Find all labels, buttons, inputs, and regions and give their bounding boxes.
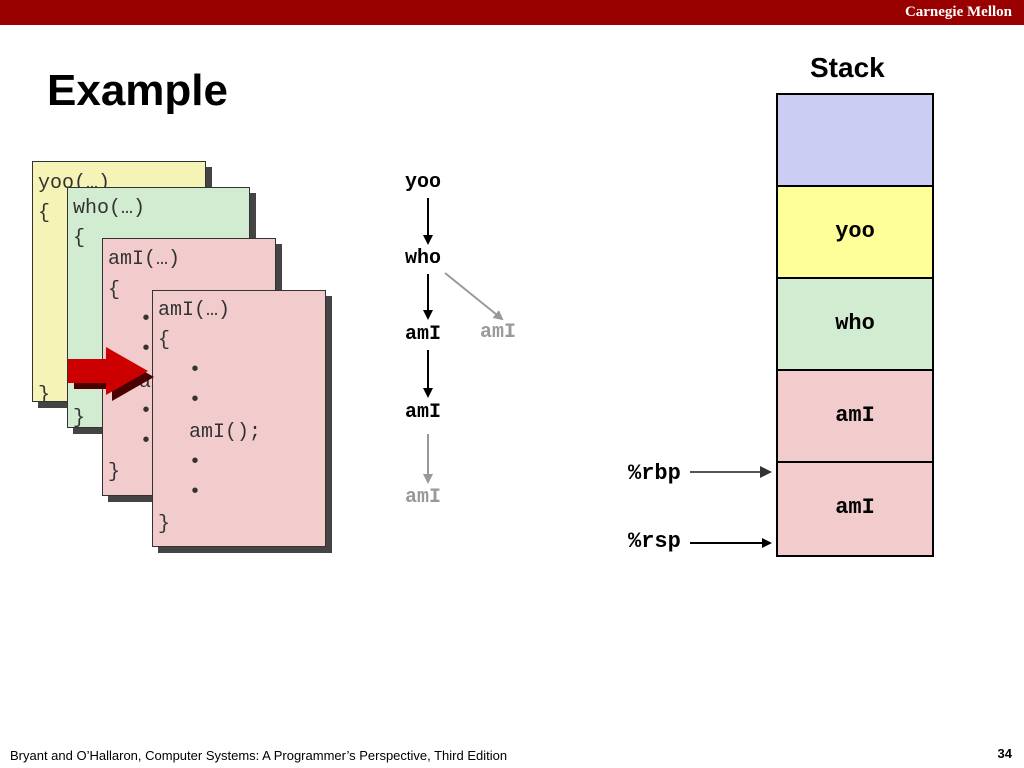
stack-frame-who: who <box>776 277 934 373</box>
bullet: • <box>140 308 153 331</box>
code-line: who(…) <box>73 197 146 220</box>
code-line: amI(…) <box>108 248 181 271</box>
bullet: • <box>189 389 202 412</box>
stack-frame-label: amI <box>835 403 875 428</box>
bullet: • <box>189 481 202 504</box>
call-node-ami-3: amI <box>405 486 442 509</box>
code-line: } <box>38 384 51 402</box>
call-node-yoo: yoo <box>405 171 442 194</box>
call-node-ami-side: amI <box>480 321 517 344</box>
code-line: { <box>158 329 171 352</box>
stack-frame-ami-2: amI <box>776 461 934 557</box>
call-node-ami: amI <box>405 323 442 346</box>
code-line: { <box>73 227 86 250</box>
bullet: • <box>140 430 153 453</box>
call-arrow-who-ami-side <box>444 272 504 321</box>
footer-citation: Bryant and O’Hallaron, Computer Systems:… <box>10 748 508 763</box>
bullet: • <box>189 451 202 474</box>
stack-frame-top <box>776 93 934 189</box>
stack-title: Stack <box>810 52 885 83</box>
code-line-call: amI(); <box>189 421 262 444</box>
stack-frame-yoo: yoo <box>776 185 934 281</box>
code-line: } <box>73 407 86 428</box>
slide-title: Example <box>47 66 228 115</box>
register-rbp: %rbp <box>628 461 681 486</box>
code-line: amI(…) <box>158 299 231 322</box>
page-number: 34 <box>997 746 1012 761</box>
code-line: } <box>108 461 121 484</box>
stack-frame-label: yoo <box>835 219 875 244</box>
stack-frame-label: who <box>835 311 875 336</box>
bullet: • <box>140 400 153 423</box>
code-card-ami-2: amI(…) { • • amI(); • • } <box>152 290 326 547</box>
bullet: • <box>140 338 153 361</box>
stack-frame-ami-1: amI <box>776 369 934 465</box>
register-rsp: %rsp <box>628 529 681 554</box>
code-line: { <box>38 202 51 225</box>
current-frame-pointer-arrow <box>68 347 154 401</box>
call-node-ami-2: amI <box>405 401 442 424</box>
call-node-who: who <box>405 247 442 270</box>
code-line: { <box>108 279 121 302</box>
bullet: • <box>189 359 202 382</box>
header-bar: Carnegie Mellon <box>0 0 1024 25</box>
code-line: } <box>158 513 171 536</box>
stack-frame-label: amI <box>835 495 875 520</box>
brand-label: Carnegie Mellon <box>904 4 1012 20</box>
